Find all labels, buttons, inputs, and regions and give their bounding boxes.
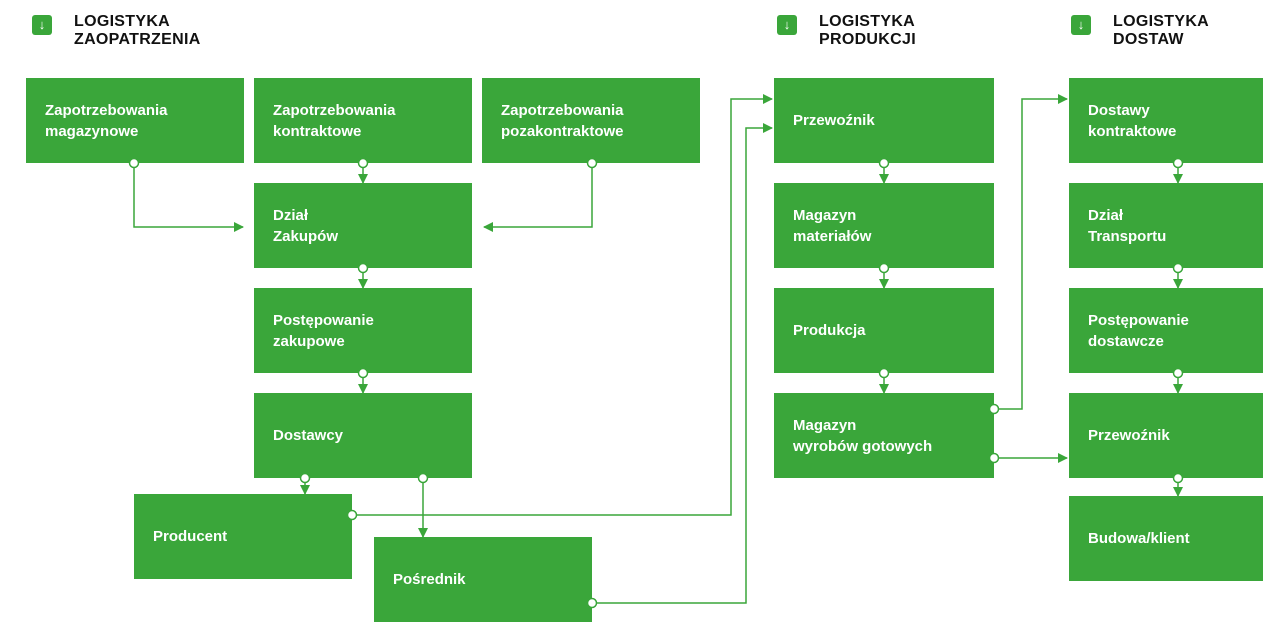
node-zapotrzebowania-kontraktowe: Zapotrzebowania kontraktowe (254, 78, 472, 163)
node-producent: Producent (134, 494, 352, 579)
node-przewoznik-produkcja: Przewoźnik (774, 78, 994, 163)
node-postepowanie-zakupowe: Postępowanie zakupowe (254, 288, 472, 373)
node-posrednik: Pośrednik (374, 537, 592, 622)
node-zapotrzebowania-pozakontraktowe: Zapotrzebowania pozakontraktowe (482, 78, 700, 163)
header-title-dostaw: LOGISTYKA DOSTAW (1113, 13, 1210, 48)
node-budowa-klient: Budowa/klient (1069, 496, 1263, 581)
connector-zap-pozakontraktowe-to-dzial-zakupow (483, 163, 593, 232)
header-logistyka-dostaw: ↓ LOGISTYKA DOSTAW (1071, 13, 1209, 49)
header-title-zaopatrzenia: LOGISTYKA ZAOPATRZENIA (74, 13, 201, 48)
connector-posrednik-to-przewoznik (592, 123, 773, 604)
arrow-down-icon: ↓ (1071, 15, 1091, 35)
node-zapotrzebowania-magazynowe: Zapotrzebowania magazynowe (26, 78, 244, 163)
node-dostawy-kontraktowe: Dostawy kontraktowe (1069, 78, 1263, 163)
node-dzial-zakupow: Dział Zakupów (254, 183, 472, 268)
node-produkcja: Produkcja (774, 288, 994, 373)
connector-magazyn-wyrobow-to-dostawy-kontraktowe (994, 94, 1068, 410)
header-title-produkcji: LOGISTYKA PRODUKCJI (819, 13, 916, 48)
node-przewoznik-dostawy: Przewoźnik (1069, 393, 1263, 478)
node-postepowanie-dostawcze: Postępowanie dostawcze (1069, 288, 1263, 373)
node-magazyn-wyrobow-gotowych: Magazyn wyrobów gotowych (774, 393, 994, 478)
node-dostawcy: Dostawcy (254, 393, 472, 478)
node-dzial-transportu: Dział Transportu (1069, 183, 1263, 268)
arrow-down-icon: ↓ (777, 15, 797, 35)
header-logistyka-zaopatrzenia: ↓ LOGISTYKA ZAOPATRZENIA (32, 13, 201, 49)
header-logistyka-produkcji: ↓ LOGISTYKA PRODUKCJI (777, 13, 916, 49)
node-magazyn-materialow: Magazyn materiałów (774, 183, 994, 268)
arrow-down-icon: ↓ (32, 15, 52, 35)
connector-zap-magazynowe-to-dzial-zakupow (133, 163, 244, 232)
